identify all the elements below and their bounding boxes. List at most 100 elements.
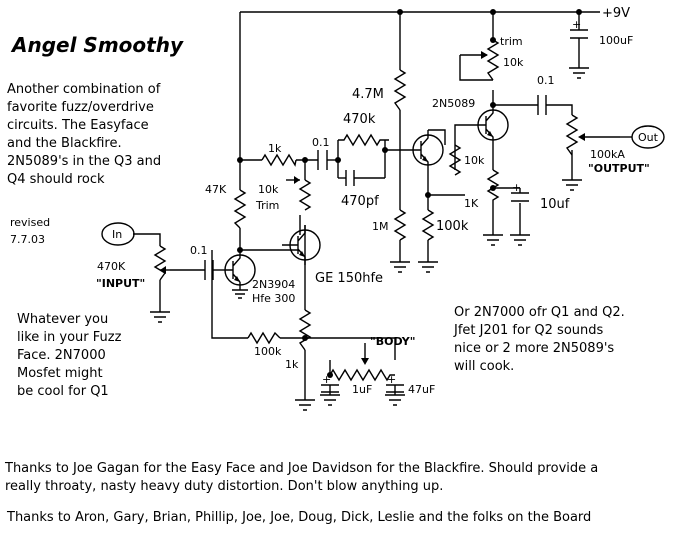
resistor-1k-emit <box>298 309 312 351</box>
svg-text:1k: 1k <box>285 358 299 371</box>
svg-text:will cook.: will cook. <box>454 359 514 374</box>
resistor-10k-q4 <box>448 144 462 176</box>
svg-text:+9V: +9V <box>602 6 630 21</box>
svg-text:nice or 2 more 2N5089's: nice or 2 more 2N5089's <box>454 341 614 356</box>
ground-47uf <box>385 394 405 406</box>
component-labels: +9V 100uF trim 10k 0.1 4.7M 2N5089 470k … <box>96 6 659 396</box>
svg-text:Or 2N7000 ofr Q1 and Q2.: Or 2N7000 ofr Q1 and Q2. <box>454 305 625 320</box>
note-left: Whatever you like in your Fuzz Face. 2N7… <box>17 312 122 399</box>
svg-text:Hfe 300: Hfe 300 <box>252 292 295 305</box>
svg-text:0.1: 0.1 <box>190 244 208 257</box>
svg-text:In: In <box>112 228 122 241</box>
svg-text:Trim: Trim <box>255 199 279 212</box>
svg-text:Thanks to Joe Gagan for the Ea: Thanks to Joe Gagan for the Easy Face an… <box>4 461 598 476</box>
pot-body <box>329 368 395 382</box>
title-and-notes: Angel Smoothy Another combination of fav… <box>4 33 625 525</box>
capacitors: + + + + <box>204 18 588 393</box>
svg-text:"BODY": "BODY" <box>370 335 416 348</box>
resistor-1k-top <box>261 153 297 167</box>
svg-text:2N5089's in the Q3 and: 2N5089's in the Q3 and <box>7 154 161 169</box>
cap-0.1-mid <box>317 150 328 170</box>
ground-1m <box>390 261 410 273</box>
svg-text:2N3904: 2N3904 <box>252 278 295 291</box>
ground-100k <box>418 261 438 273</box>
svg-text:trim: trim <box>500 35 523 48</box>
intro-text: Another combination of favorite fuzz/ove… <box>7 82 161 187</box>
svg-text:0.1: 0.1 <box>312 136 330 149</box>
svg-text:47K: 47K <box>205 183 227 196</box>
svg-text:10k: 10k <box>464 154 485 167</box>
resistors <box>153 39 579 382</box>
ground-input <box>150 311 170 323</box>
svg-text:Another combination of: Another combination of <box>7 82 161 97</box>
svg-text:revised: revised <box>10 216 50 229</box>
ground-1k <box>483 234 503 246</box>
svg-text:100kA: 100kA <box>590 148 625 161</box>
svg-text:+: + <box>387 373 396 386</box>
svg-text:0.1: 0.1 <box>537 74 555 87</box>
trim-10k-top <box>486 39 500 81</box>
transistors <box>224 105 509 286</box>
cap-470pf <box>345 170 355 186</box>
svg-text:Jfet J201 for Q2 sounds: Jfet J201 for Q2 sounds <box>453 323 604 338</box>
svg-text:like in your Fuzz: like in your Fuzz <box>17 330 122 345</box>
svg-text:10k: 10k <box>503 56 524 69</box>
transistor-q3 <box>412 130 444 166</box>
svg-text:470K: 470K <box>97 260 126 273</box>
grounds <box>150 67 589 411</box>
resistor-100k-fb <box>247 331 281 345</box>
svg-text:and the Blackfire.: and the Blackfire. <box>7 136 122 151</box>
svg-text:1K: 1K <box>464 197 479 210</box>
svg-text:47uF: 47uF <box>408 383 435 396</box>
ground-q1 <box>232 289 248 299</box>
svg-text:4.7M: 4.7M <box>352 87 384 102</box>
resistor-1k-q4 <box>486 169 500 210</box>
svg-text:1M: 1M <box>372 220 389 233</box>
svg-text:1uF: 1uF <box>352 383 372 396</box>
note-right: Or 2N7000 ofr Q1 and Q2. Jfet J201 for Q… <box>453 305 625 374</box>
cap-0.1-in <box>204 260 214 280</box>
svg-text:470pf: 470pf <box>341 194 379 209</box>
svg-text:100k: 100k <box>436 219 469 234</box>
svg-text:circuits. The Easyface: circuits. The Easyface <box>7 118 149 133</box>
input-jack <box>101 222 135 246</box>
svg-text:really throaty, nasty heavy du: really throaty, nasty heavy duty distort… <box>5 479 443 494</box>
jacks <box>101 125 665 246</box>
resistor-47k <box>233 189 247 229</box>
cap-10uf <box>511 192 529 202</box>
pot-100ka <box>565 114 579 156</box>
page-title: Angel Smoothy <box>10 33 184 57</box>
ground-1uf <box>320 394 340 406</box>
cap-100uf <box>570 29 588 45</box>
svg-text:Q4 should rock: Q4 should rock <box>7 172 105 187</box>
svg-text:Out: Out <box>638 131 659 144</box>
svg-text:+: + <box>572 18 581 31</box>
ground-10uf <box>510 234 530 246</box>
svg-text:7.7.03: 7.7.03 <box>10 233 45 246</box>
svg-text:10uf: 10uf <box>540 197 570 212</box>
resistor-470k <box>338 133 389 147</box>
svg-text:GE 150hfe: GE 150hfe <box>315 271 383 286</box>
svg-text:+: + <box>512 181 521 194</box>
svg-text:favorite fuzz/overdrive: favorite fuzz/overdrive <box>7 100 154 115</box>
svg-text:"INPUT": "INPUT" <box>96 277 145 290</box>
transistor-q4 <box>454 105 509 145</box>
ground-100uf <box>569 67 589 79</box>
svg-text:100k: 100k <box>254 345 282 358</box>
svg-text:1k: 1k <box>268 142 282 155</box>
svg-text:Whatever you: Whatever you <box>17 312 108 327</box>
pot-470k <box>153 245 167 281</box>
svg-text:Face. 2N7000: Face. 2N7000 <box>17 348 106 363</box>
ground-emit <box>295 399 315 411</box>
resistor-100k-right <box>421 209 435 241</box>
cap-1uf <box>321 384 339 393</box>
cap-0.1-out <box>537 95 547 115</box>
transistor-q2 <box>282 225 321 265</box>
trim-10k-mid <box>298 179 312 211</box>
transistor-q1 <box>224 250 256 286</box>
svg-text:470k: 470k <box>343 112 376 127</box>
svg-text:100uF: 100uF <box>599 34 633 47</box>
svg-text:Mosfet might: Mosfet might <box>17 366 103 381</box>
svg-text:"OUTPUT": "OUTPUT" <box>588 162 650 175</box>
